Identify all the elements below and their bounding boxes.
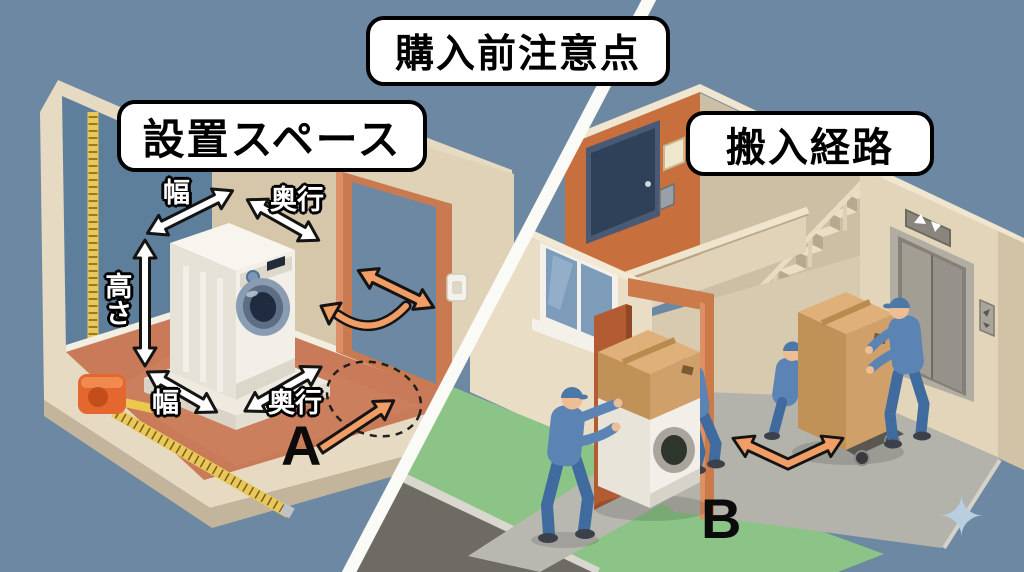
right-scene-title-badge: 搬入経路 [686,111,934,176]
depth-arrow-floor [243,364,323,414]
washer-kickplate [236,358,295,400]
elevator-up-icon [914,214,926,224]
route-width-arrow [731,434,845,471]
box-tape [820,299,872,326]
elevator [890,208,995,402]
mover-cap [783,341,802,351]
right-scene-title-text: 搬入経路 [726,125,894,170]
mover-cap [889,297,910,308]
sparkle-icon: ✦ [938,485,985,548]
main-title-badge: 購入前注意点 [366,16,670,86]
light-switch [446,273,468,302]
installation-space-scene [40,80,516,528]
width-label-floor: 幅 [152,388,179,418]
floor-path-arrow [316,399,396,455]
width-arrow-top [145,187,235,237]
depth-label-floor: 奥行 [268,388,322,418]
depth-arrow-top [245,197,321,243]
width-arrow-floor [145,369,219,415]
depth-label-top: 奥行 [270,185,324,215]
door-handle [645,181,651,187]
cardboard-box [798,292,894,450]
washer-door [235,278,291,336]
left-scene-title-text: 設置スペース [142,115,402,163]
elevator-down-icon [931,221,941,232]
left-scene-title-badge: 設置スペース [117,100,427,172]
dimension-arrows [132,187,323,415]
wall-tape-measure [87,112,99,340]
apartment-door [586,120,660,244]
width-label-top: 幅 [163,178,190,208]
elevator-call-button [979,298,995,338]
height-arrow [132,238,158,368]
window [532,242,624,364]
elevator-door-right [933,256,962,392]
corner-return-wall [998,231,1024,470]
tape-end-clip [279,503,295,519]
door-frame-edge [336,170,343,353]
door-swing-dashed-arc [325,360,423,438]
mover-at-elevator [865,297,931,449]
height-label: 高さ [101,272,132,326]
intercom-panel [659,182,675,212]
roof-rim [565,84,700,146]
mover-front [531,387,623,548]
door-clearance-arrows [316,267,436,455]
washer-top [170,223,295,271]
door-swing-arrowhead [319,301,343,326]
floor-tape-measure [111,407,295,519]
tape-measure-body [78,374,152,414]
wall-lamp [663,136,685,172]
carry-in-route-scene [347,84,1024,572]
door-clearance-arrow [356,267,436,311]
point-label-a: A [281,414,322,477]
washing-machine [170,223,295,400]
washer-display [267,256,285,271]
washing-machine-boxed [598,330,700,508]
point-label-b: B [701,487,742,550]
mover-cap [561,387,583,398]
door-swing-arrow [335,303,409,329]
main-title-text: 購入前注意点 [394,33,641,76]
scene-divider [341,0,657,572]
